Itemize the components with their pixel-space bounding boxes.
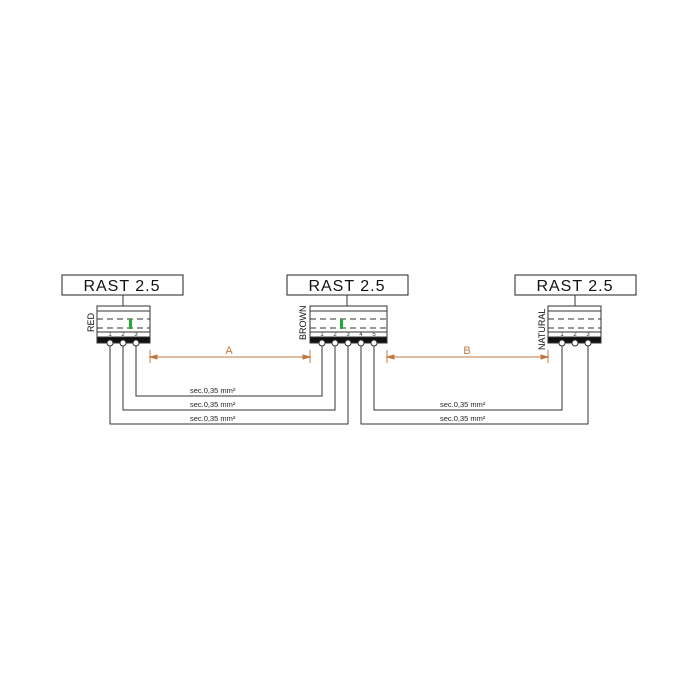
wires [109, 346, 589, 425]
wire-section-label: sec.0,35 mm² [190, 400, 236, 409]
pin-label: 2 [333, 332, 337, 338]
color-label: RED [86, 312, 96, 332]
connector-natural: RAST 2.5 1 2 3 NATURAL [514, 274, 637, 350]
color-label: NATURAL [537, 309, 547, 350]
connector-title: RAST 2.5 [83, 278, 160, 295]
pin-label: 5 [372, 332, 376, 338]
connector-title: RAST 2.5 [308, 278, 385, 295]
pin-label: 1 [560, 332, 564, 338]
connector-red: RAST 2.5 1 2 3 RED [61, 274, 184, 347]
dimension-label: A [225, 345, 233, 357]
key-mark [129, 319, 132, 329]
dimension-label: B [463, 345, 470, 357]
pin-label: 2 [573, 332, 577, 338]
pin-label: 2 [121, 332, 125, 338]
connector-brown: RAST 2.5 1 2 3 4 5 BROWN [286, 274, 409, 347]
wire-section-label: sec.0,35 mm² [440, 414, 486, 423]
key-mark [340, 319, 343, 329]
wire-section-label: sec.0,35 mm² [190, 414, 236, 423]
color-label: BROWN [298, 306, 308, 341]
pin-label: 3 [346, 332, 350, 338]
pin-label: 1 [320, 332, 324, 338]
dimension-a: A [148, 345, 312, 363]
wire-section-label: sec.0,35 mm² [440, 400, 486, 409]
dimension-b: B [385, 345, 550, 363]
pin-label: 3 [134, 332, 138, 338]
wire-section-label: sec.0,35 mm² [190, 386, 236, 395]
connector-title: RAST 2.5 [536, 278, 613, 295]
pin-label: 1 [108, 332, 112, 338]
pin-label: 3 [586, 332, 590, 338]
pin-label: 4 [359, 332, 363, 338]
